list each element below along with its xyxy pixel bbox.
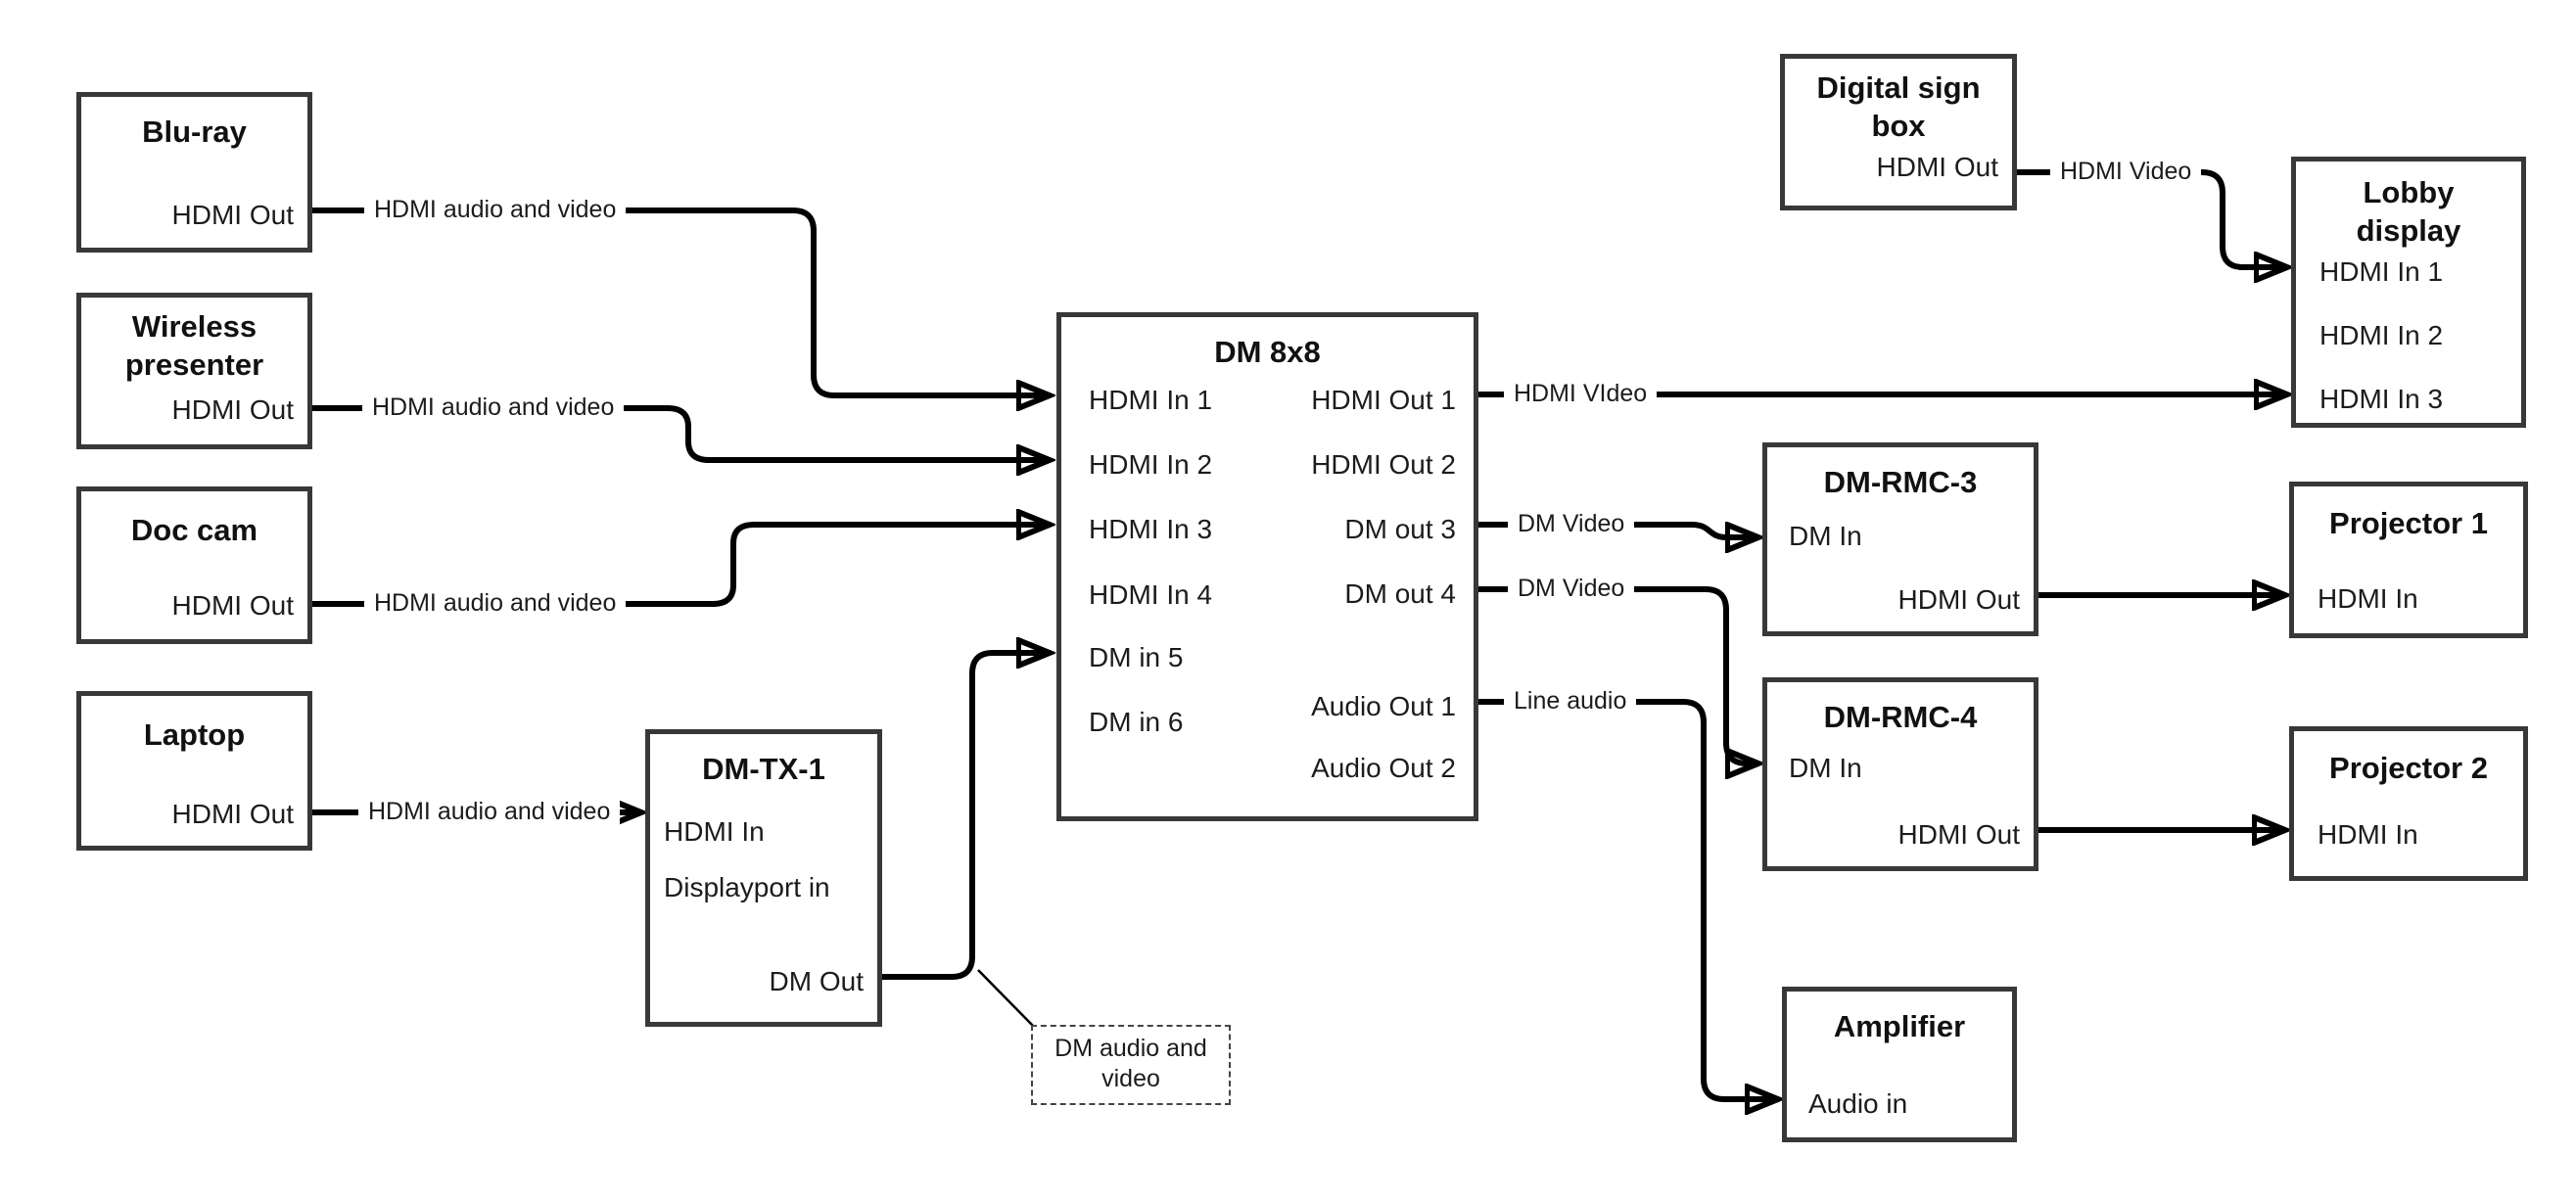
wire-dmtx1-to-dm8x8-in5 — [882, 653, 1046, 980]
wire-label-doc-cam: HDMI audio and video — [364, 585, 627, 621]
device-bluray: Blu-ray HDMI Out — [76, 92, 312, 253]
port-rmc4-dm-in: DM In — [1789, 753, 1862, 783]
port-dm8x8-dm-out-3: DM out 3 — [1344, 514, 1456, 544]
device-dm-tx-1-title: DM-TX-1 — [702, 752, 825, 786]
port-dmtx1-displayport-in: Displayport in — [664, 872, 830, 902]
port-amplifier-audio-in: Audio in — [1808, 1088, 1908, 1119]
device-wireless-presenter: Wireless presenter HDMI Out — [76, 293, 312, 449]
wire-label-dm-out-3: DM Video — [1508, 506, 1635, 541]
port-lobby-hdmi-in-2: HDMI In 2 — [2319, 320, 2444, 350]
callout-dm-audio-and-video: DM audio and video — [1031, 1025, 1231, 1105]
wire-dm8x8-out4-to-rmc4 — [1478, 586, 1755, 763]
port-dm8x8-hdmi-in-4: HDMI In 4 — [1089, 579, 1213, 610]
wire-dm8x8-out3-to-rmc3 — [1478, 522, 1755, 537]
port-projector2-hdmi-in: HDMI In — [2318, 819, 2418, 850]
port-dm8x8-hdmi-out-2: HDMI Out 2 — [1311, 449, 1456, 480]
port-doccam-hdmi-out: HDMI Out — [171, 590, 294, 621]
port-rmc3-hdmi-out: HDMI Out — [1897, 584, 2020, 615]
port-laptop-hdmi-out: HDMI Out — [171, 799, 294, 829]
device-digital-sign-box: Digital sign box HDMI Out — [1780, 54, 2017, 210]
device-projector-2: Projector 2 HDMI In — [2289, 726, 2528, 881]
port-lobby-hdmi-in-1: HDMI In 1 — [2319, 256, 2444, 287]
port-dm8x8-dm-out-4: DM out 4 — [1344, 578, 1456, 609]
device-dm-rmc-3-title: DM-RMC-3 — [1823, 465, 1978, 499]
port-lobby-hdmi-in-3: HDMI In 3 — [2319, 384, 2444, 414]
port-dmtx1-dm-out: DM Out — [769, 966, 864, 996]
device-doc-cam-title: Doc cam — [130, 513, 258, 547]
device-amplifier-title: Amplifier — [1833, 1009, 1966, 1043]
port-dm8x8-dm-in-5: DM in 5 — [1089, 642, 1184, 672]
callout-leader-line — [977, 969, 1035, 1028]
device-dm-8x8: DM 8x8 HDMI In 1 HDMI In 2 HDMI In 3 HDM… — [1056, 312, 1478, 821]
device-digital-sign-box-title: Digital sign box — [1816, 70, 1981, 143]
wire-label-audio-out-1: Line audio — [1504, 683, 1637, 718]
port-wireless-hdmi-out: HDMI Out — [171, 394, 294, 425]
wire-label-laptop: HDMI audio and video — [358, 794, 621, 829]
wire-label-hdmi-out-1: HDMI VIdeo — [1504, 376, 1658, 411]
port-dm8x8-dm-in-6: DM in 6 — [1089, 707, 1184, 737]
device-dm-rmc-4-title: DM-RMC-4 — [1823, 700, 1978, 734]
wire-label-bluray: HDMI audio and video — [364, 192, 627, 227]
port-dm8x8-hdmi-in-3: HDMI In 3 — [1089, 514, 1213, 544]
device-dm-tx-1: DM-TX-1 HDMI In Displayport in DM Out — [645, 729, 882, 1027]
device-bluray-title: Blu-ray — [142, 115, 247, 149]
wire-digitalsign-to-lobby-in1 — [2017, 169, 2283, 267]
device-lobby-display-title: Lobby display — [2356, 175, 2461, 248]
device-laptop-title: Laptop — [143, 717, 246, 752]
wire-label-wireless: HDMI audio and video — [362, 390, 625, 425]
wire-label-digital-sign: HDMI Video — [2050, 154, 2202, 189]
device-dm-rmc-4: DM-RMC-4 DM In HDMI Out — [1762, 677, 2038, 871]
port-digitalsign-hdmi-out: HDMI Out — [1876, 152, 1998, 182]
device-dm-8x8-title: DM 8x8 — [1214, 335, 1321, 369]
device-wireless-presenter-title: Wireless presenter — [124, 309, 264, 382]
device-projector-2-title: Projector 2 — [2329, 751, 2488, 785]
port-dm8x8-audio-out-1: Audio Out 1 — [1311, 691, 1456, 721]
device-projector-1-title: Projector 1 — [2329, 506, 2488, 540]
wire-wireless-to-dm8x8-in2 — [312, 405, 1046, 460]
device-lobby-display: Lobby display HDMI In 1 HDMI In 2 HDMI I… — [2291, 157, 2526, 428]
port-dm8x8-audio-out-2: Audio Out 2 — [1311, 753, 1456, 783]
device-doc-cam: Doc cam HDMI Out — [76, 486, 312, 644]
port-rmc3-dm-in: DM In — [1789, 521, 1862, 551]
port-bluray-hdmi-out: HDMI Out — [171, 200, 294, 230]
port-dm8x8-hdmi-in-2: HDMI In 2 — [1089, 449, 1213, 480]
port-rmc4-hdmi-out: HDMI Out — [1897, 819, 2020, 850]
wire-label-dm-out-4: DM Video — [1508, 571, 1635, 606]
wire-dm8x8-aout1-to-amplifier — [1478, 699, 1774, 1099]
port-dm8x8-hdmi-in-1: HDMI In 1 — [1089, 385, 1213, 415]
device-dm-rmc-3: DM-RMC-3 DM In HDMI Out — [1762, 442, 2038, 636]
port-projector1-hdmi-in: HDMI In — [2318, 583, 2418, 614]
device-laptop: Laptop HDMI Out — [76, 691, 312, 851]
port-dm8x8-hdmi-out-1: HDMI Out 1 — [1311, 385, 1456, 415]
port-dmtx1-hdmi-in: HDMI In — [664, 816, 765, 847]
wire-doccam-to-dm8x8-in3 — [312, 525, 1046, 607]
device-amplifier: Amplifier Audio in — [1782, 987, 2017, 1142]
wire-bluray-to-dm8x8-in1 — [312, 208, 1046, 395]
device-projector-1: Projector 1 HDMI In — [2289, 482, 2528, 638]
